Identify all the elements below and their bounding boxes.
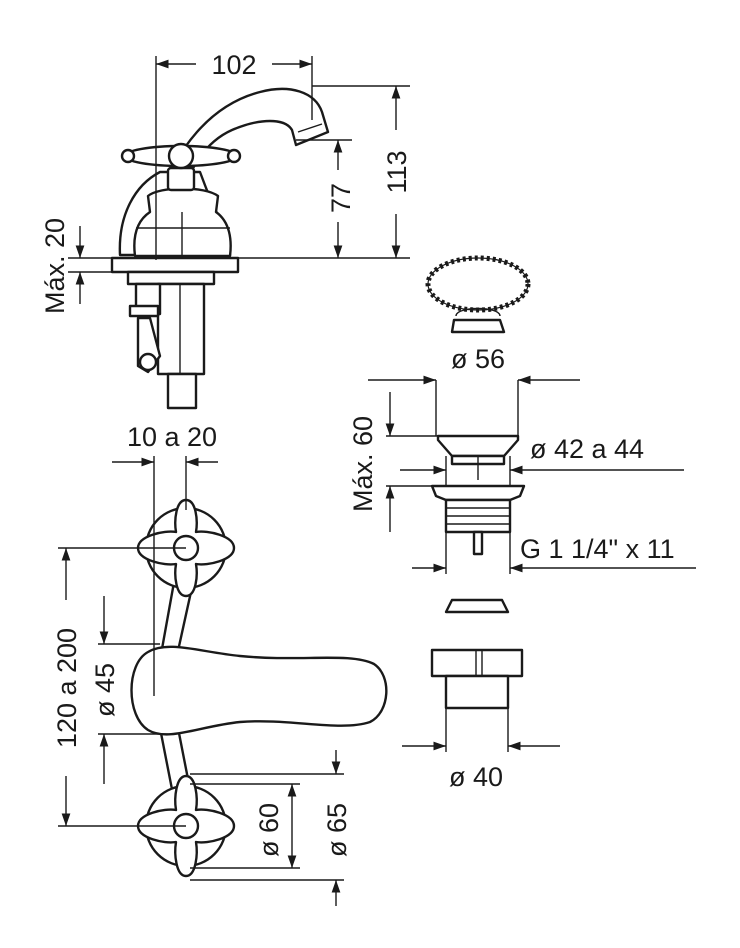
dim-rosette-diameter: ø 60 <box>254 803 284 857</box>
dim-handle-diameter: ø 65 <box>322 803 352 857</box>
faucet-side-view: 102 113 77 Máx. 20 <box>40 50 412 410</box>
drain-assembly: ø 56 Máx. 60 ø 42 a 44 G 1 <box>348 255 696 792</box>
spout-top-view <box>130 645 388 736</box>
dim-drain-diameter: ø 56 <box>451 344 505 374</box>
dim-max-thickness: Máx. 20 <box>40 218 70 314</box>
drain-plug <box>450 318 506 334</box>
gasket <box>444 598 510 614</box>
dim-spout-reach: 102 <box>211 50 256 80</box>
dim-spout-height: 77 <box>326 183 356 213</box>
dim-handle-offset: 10 a 20 <box>127 422 217 452</box>
drain-threaded-body <box>430 484 526 502</box>
lock-nut <box>430 648 524 678</box>
faucet-top-view: 10 a 20 120 a 200 ø 45 ø 60 ø 65 <box>52 422 388 906</box>
deck-plate <box>110 256 240 274</box>
drain-flange-top <box>436 434 520 458</box>
dim-total-height: 113 <box>382 150 412 193</box>
spout-outline <box>158 87 330 202</box>
dim-flange-diameter: ø 42 a 44 <box>530 434 644 464</box>
dim-drain-max-thickness: Máx. 60 <box>348 416 378 512</box>
under-stem <box>156 282 206 376</box>
dim-nut-diameter: ø 40 <box>449 762 503 792</box>
dim-thread: G 1 1/4" x 11 <box>520 534 675 564</box>
dim-handle-spacing: 120 a 200 <box>52 628 82 748</box>
dim-base-diameter: ø 45 <box>90 663 120 717</box>
